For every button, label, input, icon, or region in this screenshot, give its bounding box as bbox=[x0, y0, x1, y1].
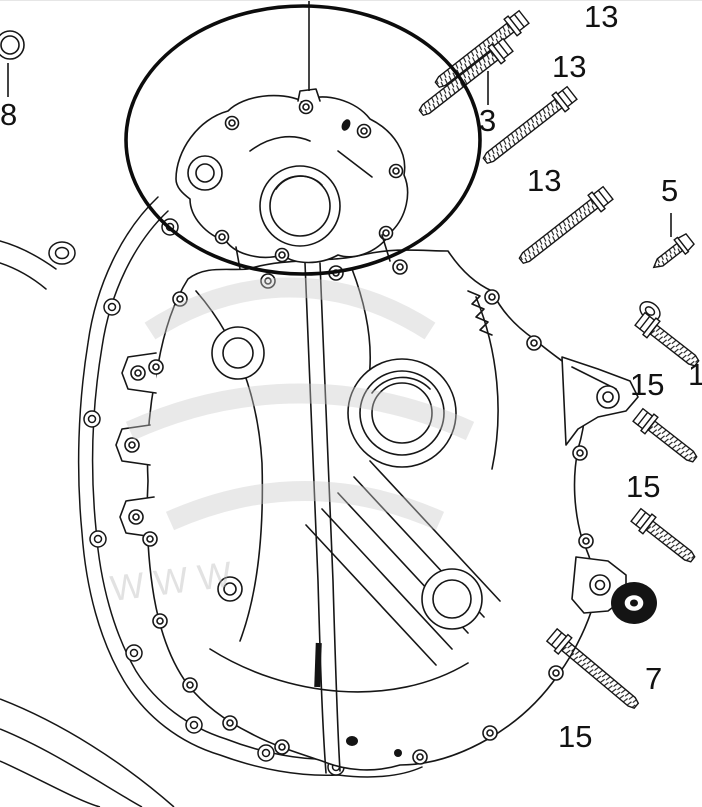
part-label-8[interactable]: 8 bbox=[0, 97, 18, 132]
upper-cover-part bbox=[175, 88, 409, 270]
crankcase-cover-body bbox=[115, 249, 639, 774]
boss-left bbox=[211, 326, 265, 380]
right-bracket-upper bbox=[561, 356, 639, 446]
gasket-outline bbox=[0, 196, 423, 778]
part-label-13-3[interactable]: 13 bbox=[527, 163, 562, 198]
flange-bolt-icon-13a bbox=[430, 8, 532, 94]
flange-bolt-icon-15a bbox=[630, 406, 702, 469]
part-label-13-2[interactable]: 13 bbox=[552, 49, 587, 84]
part-label-13-1[interactable]: 13 bbox=[584, 0, 619, 34]
bottom-left-contours bbox=[0, 698, 175, 807]
part-label-15-2[interactable]: 15 bbox=[626, 469, 661, 504]
oil-seal-icon-7 bbox=[611, 582, 657, 624]
boss-lower-right bbox=[421, 568, 483, 630]
part-label-3[interactable]: 3 bbox=[479, 103, 497, 138]
upper-cover-bolt-holes bbox=[214, 99, 404, 263]
part-label-5[interactable]: 5 bbox=[661, 173, 679, 208]
dowel-knob bbox=[217, 576, 243, 602]
hardware-parts bbox=[0, 8, 702, 715]
part-label-1-partial[interactable]: 1 bbox=[688, 359, 702, 390]
part-label-7[interactable]: 7 bbox=[645, 661, 663, 696]
flange-bolt-icon-15b bbox=[628, 506, 700, 569]
dark-slots bbox=[314, 642, 402, 757]
part-label-15-1[interactable]: 15 bbox=[630, 367, 665, 402]
leader-lines bbox=[7, 1, 672, 237]
tapping-screw-icon-5 bbox=[647, 231, 697, 276]
flange-bolt-icon-13b bbox=[414, 36, 516, 122]
gasket-oring-seat bbox=[0, 240, 76, 290]
left-lugs bbox=[115, 352, 157, 538]
bearing-boss-large bbox=[347, 358, 457, 468]
o-ring-icon-8 bbox=[0, 30, 25, 60]
highlight-ellipse bbox=[124, 4, 482, 276]
part-label-15-3[interactable]: 15 bbox=[558, 719, 593, 754]
